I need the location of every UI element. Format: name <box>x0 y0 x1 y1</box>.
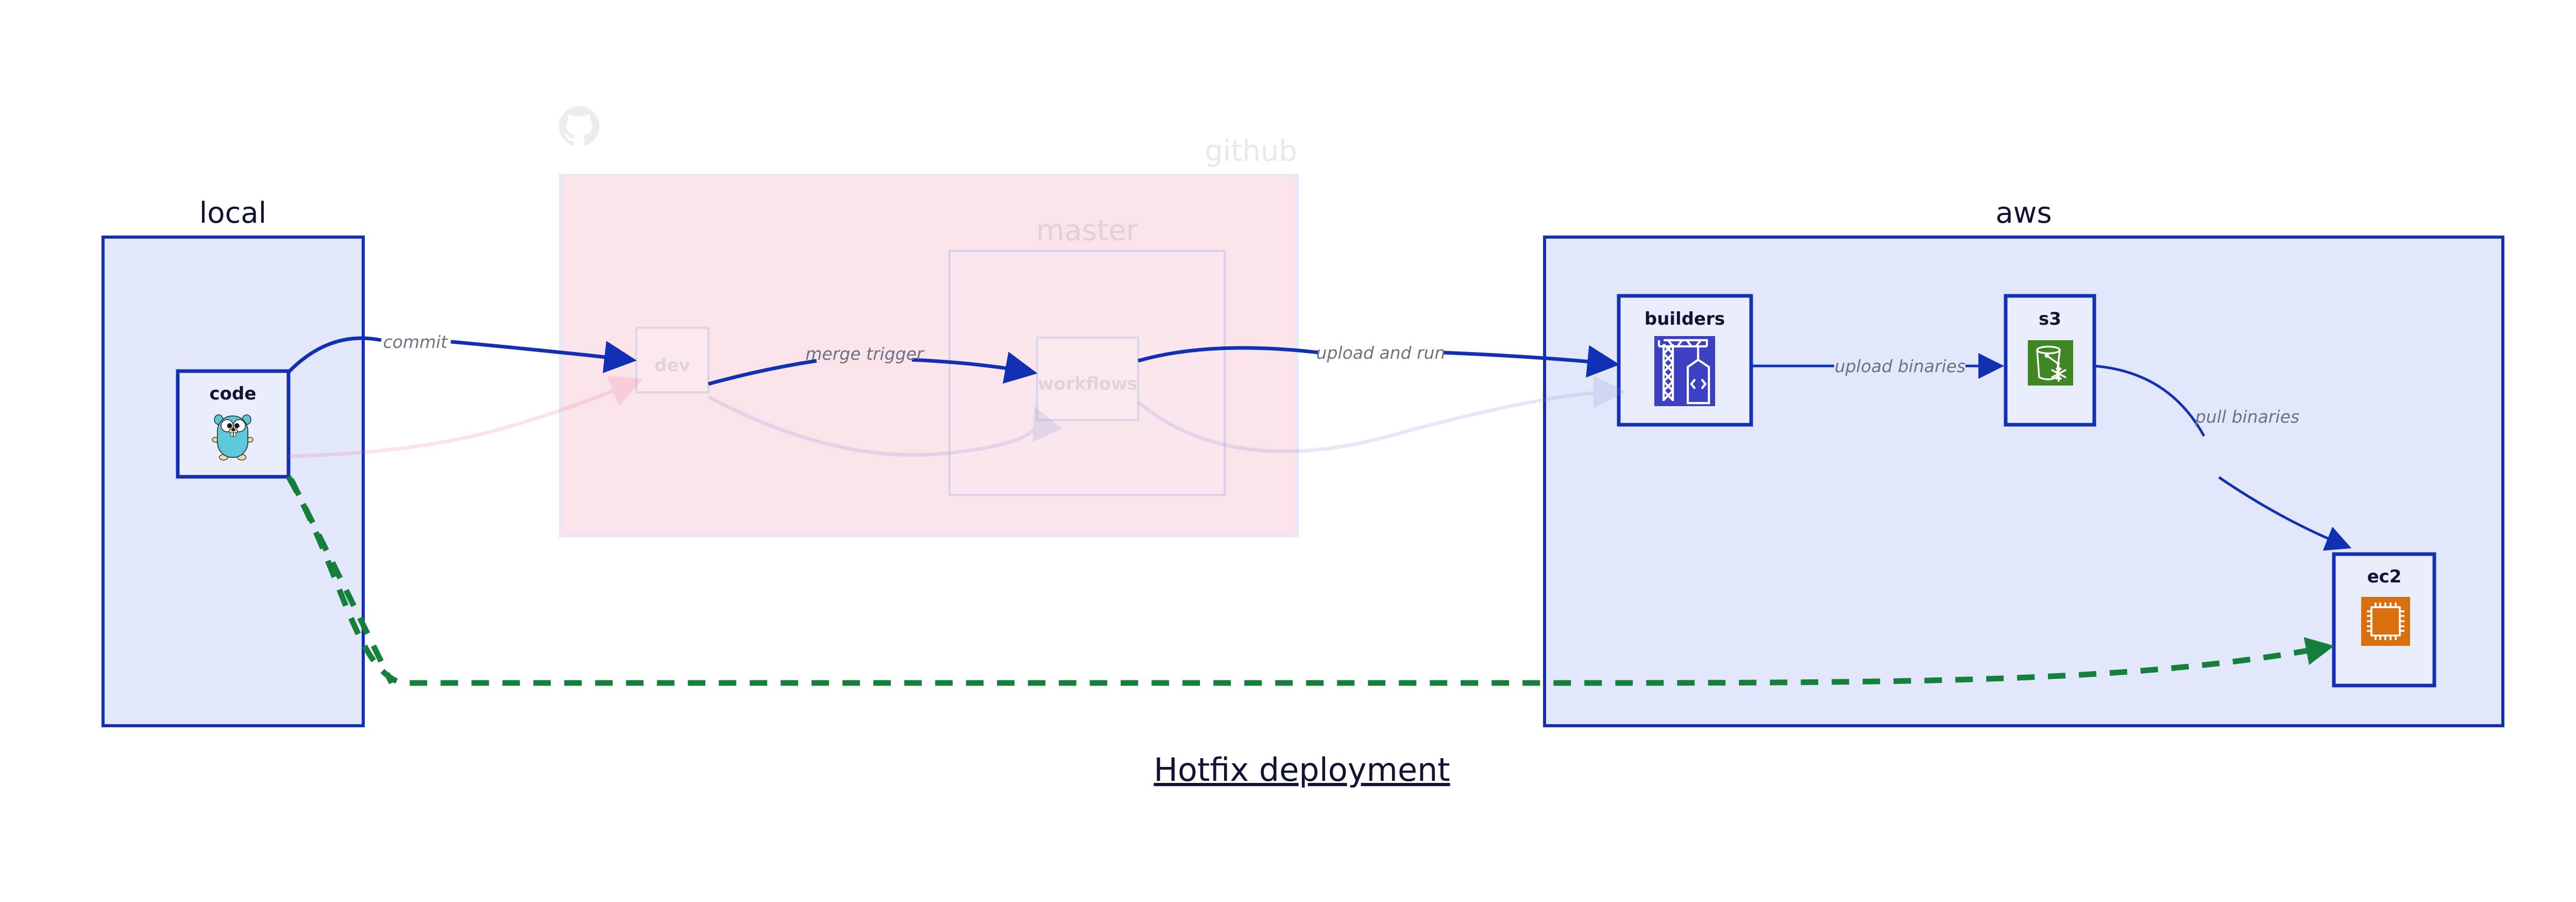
group-local-label: local <box>199 196 266 230</box>
edge-upload-and-run-label: upload and run <box>1316 343 1446 363</box>
ghost-edge-dev-workflows <box>707 395 1062 457</box>
node-code[interactable]: code <box>176 369 291 479</box>
node-builders[interactable]: builders <box>1617 294 1753 427</box>
edge-hotfix-direct <box>286 475 2334 686</box>
node-builders-label: builders <box>1645 309 1725 329</box>
go-gopher-icon <box>212 414 253 461</box>
group-local[interactable]: local code <box>101 196 365 727</box>
edge-commit-seg1 <box>287 336 382 374</box>
edge-upload-binaries-label: upload binaries <box>1835 356 1965 376</box>
page-title: Hotfix deployment <box>1154 751 1450 789</box>
node-workflows-label: workflows <box>1038 374 1138 394</box>
node-s3[interactable]: s3 <box>2004 294 2096 427</box>
group-github-label: github <box>1205 135 1297 168</box>
aws-ec2-chip-icon <box>2361 597 2410 646</box>
edge-pull-binaries-seg2 <box>2218 476 2352 551</box>
aws-s3-glacier-icon <box>2028 340 2073 386</box>
github-octocat-icon <box>559 106 600 146</box>
node-dev-rect <box>635 327 709 393</box>
group-aws[interactable]: aws builders <box>1543 196 2504 727</box>
group-github[interactable]: github master dev workflows <box>559 106 1299 538</box>
ghost-edge-workflows-builders <box>1137 375 1626 454</box>
edges-layer: commit merge trigger upload and run uplo… <box>286 332 2352 686</box>
group-local-rect <box>101 236 365 727</box>
subgroup-master-label: master <box>1036 214 1138 247</box>
edge-pull-binaries-seg1 <box>2094 364 2206 437</box>
ghost-edge-code-dev <box>288 376 643 458</box>
node-dev-label: dev <box>654 355 690 376</box>
node-s3-label: s3 <box>2039 309 2061 329</box>
edge-merge-trigger-label: merge trigger <box>805 344 925 364</box>
group-aws-label: aws <box>1995 196 2052 230</box>
node-ec2-label: ec2 <box>2367 566 2402 587</box>
edge-upload-and-run-seg1 <box>1138 346 1319 363</box>
edge-commit-label: commit <box>383 332 448 352</box>
edge-pull-binaries-label: pull binaries <box>2195 407 2299 427</box>
node-ec2[interactable]: ec2 <box>2332 552 2436 688</box>
aws-codebuild-icon <box>1654 336 1715 406</box>
node-code-label: code <box>210 383 257 404</box>
edge-upload-and-run-seg2 <box>1442 345 1620 378</box>
node-dev[interactable]: dev <box>635 327 709 393</box>
edge-merge-trigger-seg1 <box>708 359 817 386</box>
edge-merge-trigger-seg2 <box>911 352 1038 384</box>
ghost-edges-layer <box>288 375 1626 458</box>
edge-commit-seg2 <box>450 340 637 373</box>
node-workflows[interactable]: workflows <box>1036 337 1139 421</box>
